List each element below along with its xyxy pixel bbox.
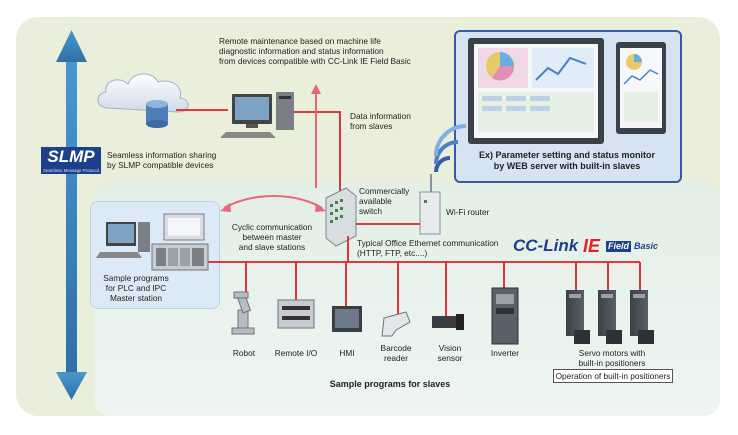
remote-maintenance-line-3: from devices compatible with CC-Link IE … xyxy=(219,56,411,66)
cclink-ie-text: IE xyxy=(583,236,601,256)
hmi-icon xyxy=(332,306,362,332)
sample-master-line-1: Sample programs xyxy=(103,273,169,283)
seamless-line-2: by SLMP compatible devices xyxy=(107,160,214,170)
pc-switch-link xyxy=(294,111,341,196)
positioners-box: Operation of built-in positioners xyxy=(553,369,673,383)
web-server-line-1: Ex) Parameter setting and status monitor xyxy=(478,150,656,160)
database-icon xyxy=(146,100,168,128)
slmp-logo-subtitle: Seamless Message Protocol xyxy=(41,167,101,174)
wifi-waves-icon xyxy=(434,124,467,173)
wifi-router-label: Wi-Fi router xyxy=(446,207,490,217)
seamless-line-1: Seamless information sharing xyxy=(107,150,217,160)
robot-icon xyxy=(231,291,255,335)
data-information-line-1: Data information xyxy=(350,111,411,121)
cyclic-line-3: and slave stations xyxy=(238,242,306,252)
remote-maintenance-line-1: Remote maintenance based on machine life xyxy=(219,36,381,46)
positioners-box-label: Operation of built-in positioners xyxy=(555,371,671,381)
device-barcode-label-1: Barcode xyxy=(380,343,412,353)
cclink-basic-text: Basic xyxy=(634,241,659,251)
switch-icon xyxy=(325,187,357,247)
device-servo-label-2: built-in positioners xyxy=(578,358,646,368)
barcode-reader-icon xyxy=(381,311,411,337)
device-robot-label: Robot xyxy=(232,348,256,358)
plc-icon xyxy=(151,243,209,271)
slmp-logo: SLMP Seamless Message Protocol xyxy=(41,147,101,175)
device-vision-label-2: sensor xyxy=(437,353,463,363)
web-monitor-large-icon xyxy=(468,38,604,144)
inverter-icon xyxy=(491,287,519,345)
switch-label-line-2: available xyxy=(359,196,392,206)
data-information-line-2: from slaves xyxy=(350,121,393,131)
device-vision-label-1: Vision xyxy=(438,343,462,353)
switch-label-line-3: switch xyxy=(359,206,383,216)
slmp-logo-text: SLMP xyxy=(41,147,101,167)
remote-maintenance-line-2: diagnostic information and status inform… xyxy=(219,46,384,56)
device-servo-label-1: Servo motors with xyxy=(578,348,646,358)
cc-link-ie-logo: CC-Link IE Field Basic xyxy=(513,236,663,258)
cclink-field-text: Field xyxy=(606,241,632,252)
remote-pc-icon xyxy=(220,92,294,138)
sample-slaves-label: Sample programs for slaves xyxy=(329,379,451,389)
typical-office-line-2: (HTTP, FTP, etc....) xyxy=(357,248,428,258)
cclink-text: CC-Link xyxy=(513,236,579,255)
sample-master-line-2: for PLC and IPC xyxy=(105,283,167,293)
cyclic-line-2: between master xyxy=(242,232,302,242)
vertical-double-arrow xyxy=(56,30,87,400)
cc-link-bus xyxy=(160,261,641,316)
data-information-arrow xyxy=(311,84,321,188)
switch-label-line-1: Commercially xyxy=(359,186,410,196)
web-server-line-2: by WEB server with built-in slaves xyxy=(493,161,641,171)
web-monitor-small-icon xyxy=(616,42,666,134)
vision-sensor-icon xyxy=(432,314,464,330)
remote-io-icon xyxy=(277,299,315,329)
wifi-router-icon xyxy=(419,174,441,235)
servo-motors-icon xyxy=(566,290,654,344)
device-barcode-label-2: reader xyxy=(384,353,408,363)
typical-office-line-1: Typical Office Ethernet communication xyxy=(357,238,499,248)
device-remote-io-label: Remote I/O xyxy=(274,348,318,358)
master-pc-icon xyxy=(96,222,150,258)
master-touchpanel-icon xyxy=(163,213,205,241)
cyclic-line-1: Cyclic communication xyxy=(231,222,313,232)
sample-master-line-3: Master station xyxy=(109,293,163,303)
device-hmi-label: HMI xyxy=(339,348,355,358)
cyclic-arrow xyxy=(220,195,326,212)
cloud-icon xyxy=(97,73,189,113)
device-inverter-label: Inverter xyxy=(490,348,520,358)
